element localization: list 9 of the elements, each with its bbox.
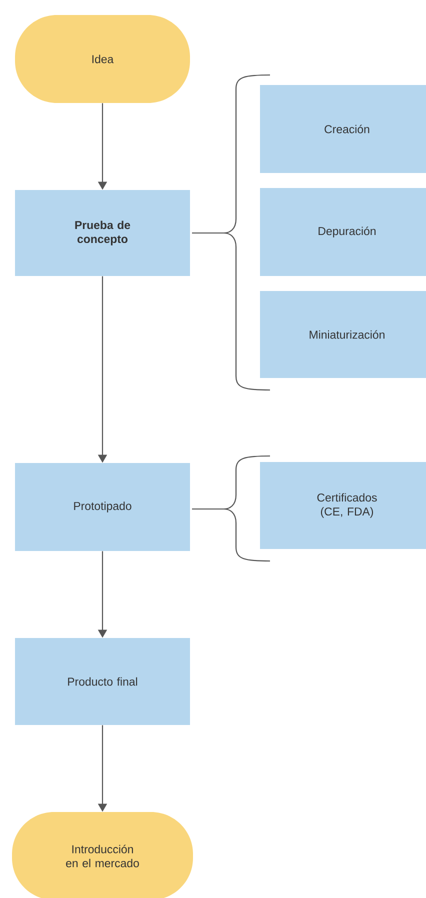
process-box: Depuración	[260, 188, 426, 276]
process-box: Prototipado	[15, 463, 190, 551]
process-box: Prueba de concepto	[15, 190, 190, 276]
process-box: Certificados (CE, FDA)	[260, 462, 426, 549]
process-box: Miniaturización	[260, 291, 426, 378]
process-box: Creación	[260, 85, 426, 173]
terminal-box: Introducción en el mercado	[12, 812, 193, 898]
process-box: Producto final	[15, 638, 190, 725]
terminal-box: Idea	[15, 15, 190, 103]
